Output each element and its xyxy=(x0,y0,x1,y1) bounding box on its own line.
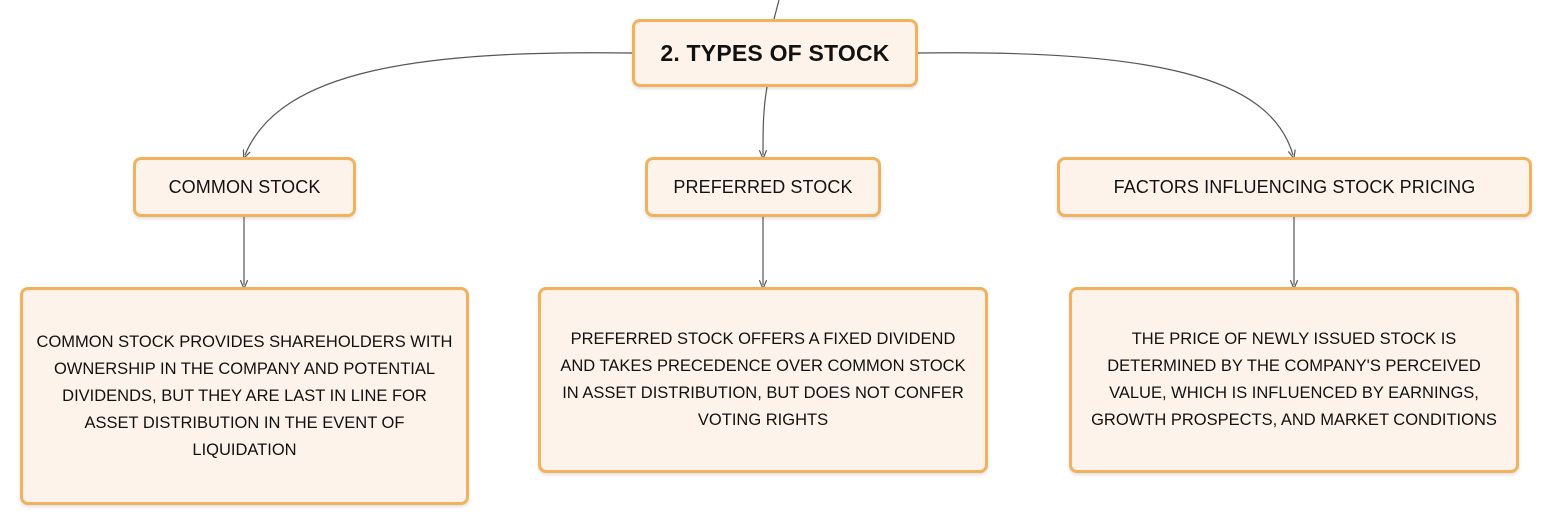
node-factors-influencing-stock-pricing[interactable]: FACTORS INFLUENCING STOCK PRICING xyxy=(1057,157,1532,217)
connector-from-parent xyxy=(773,0,780,20)
root-node-label: 2. TYPES OF STOCK xyxy=(660,39,890,66)
node-preferred-stock[interactable]: PREFERRED STOCK xyxy=(645,157,881,217)
root-node-types-of-stock[interactable]: 2. TYPES OF STOCK xyxy=(632,19,918,87)
node-common-stock-label: COMMON STOCK xyxy=(168,176,321,197)
node-factors-description[interactable]: THE PRICE OF NEWLY ISSUED STOCK IS DETER… xyxy=(1069,287,1519,473)
preferred-stock-description-text: PREFERRED STOCK OFFERS A FIXED DIVIDEND … xyxy=(560,330,966,429)
node-factors-label: FACTORS INFLUENCING STOCK PRICING xyxy=(1113,176,1476,197)
node-common-stock-description[interactable]: COMMON STOCK PROVIDES SHAREHOLDERS WITH … xyxy=(20,287,469,505)
common-stock-description-text: COMMON STOCK PROVIDES SHAREHOLDERS WITH … xyxy=(36,332,453,459)
node-preferred-stock-label: PREFERRED STOCK xyxy=(673,176,853,197)
node-preferred-stock-description[interactable]: PREFERRED STOCK OFFERS A FIXED DIVIDEND … xyxy=(538,287,988,473)
node-common-stock[interactable]: COMMON STOCK xyxy=(133,157,356,217)
connector-root-to-preferred xyxy=(763,86,768,155)
factors-description-text: THE PRICE OF NEWLY ISSUED STOCK IS DETER… xyxy=(1091,330,1497,429)
connector-root-to-factors xyxy=(917,52,1293,155)
connector-root-to-common xyxy=(245,52,633,155)
